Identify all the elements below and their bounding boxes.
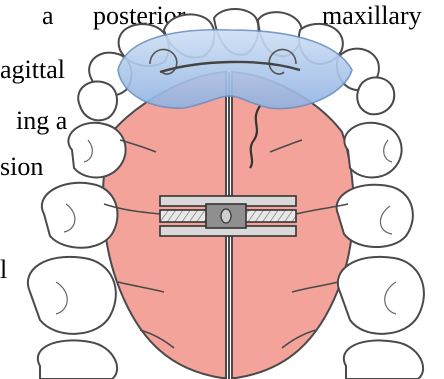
expansion-screw	[160, 196, 296, 236]
screw-hole	[221, 209, 231, 223]
palate-right-half	[232, 72, 354, 378]
